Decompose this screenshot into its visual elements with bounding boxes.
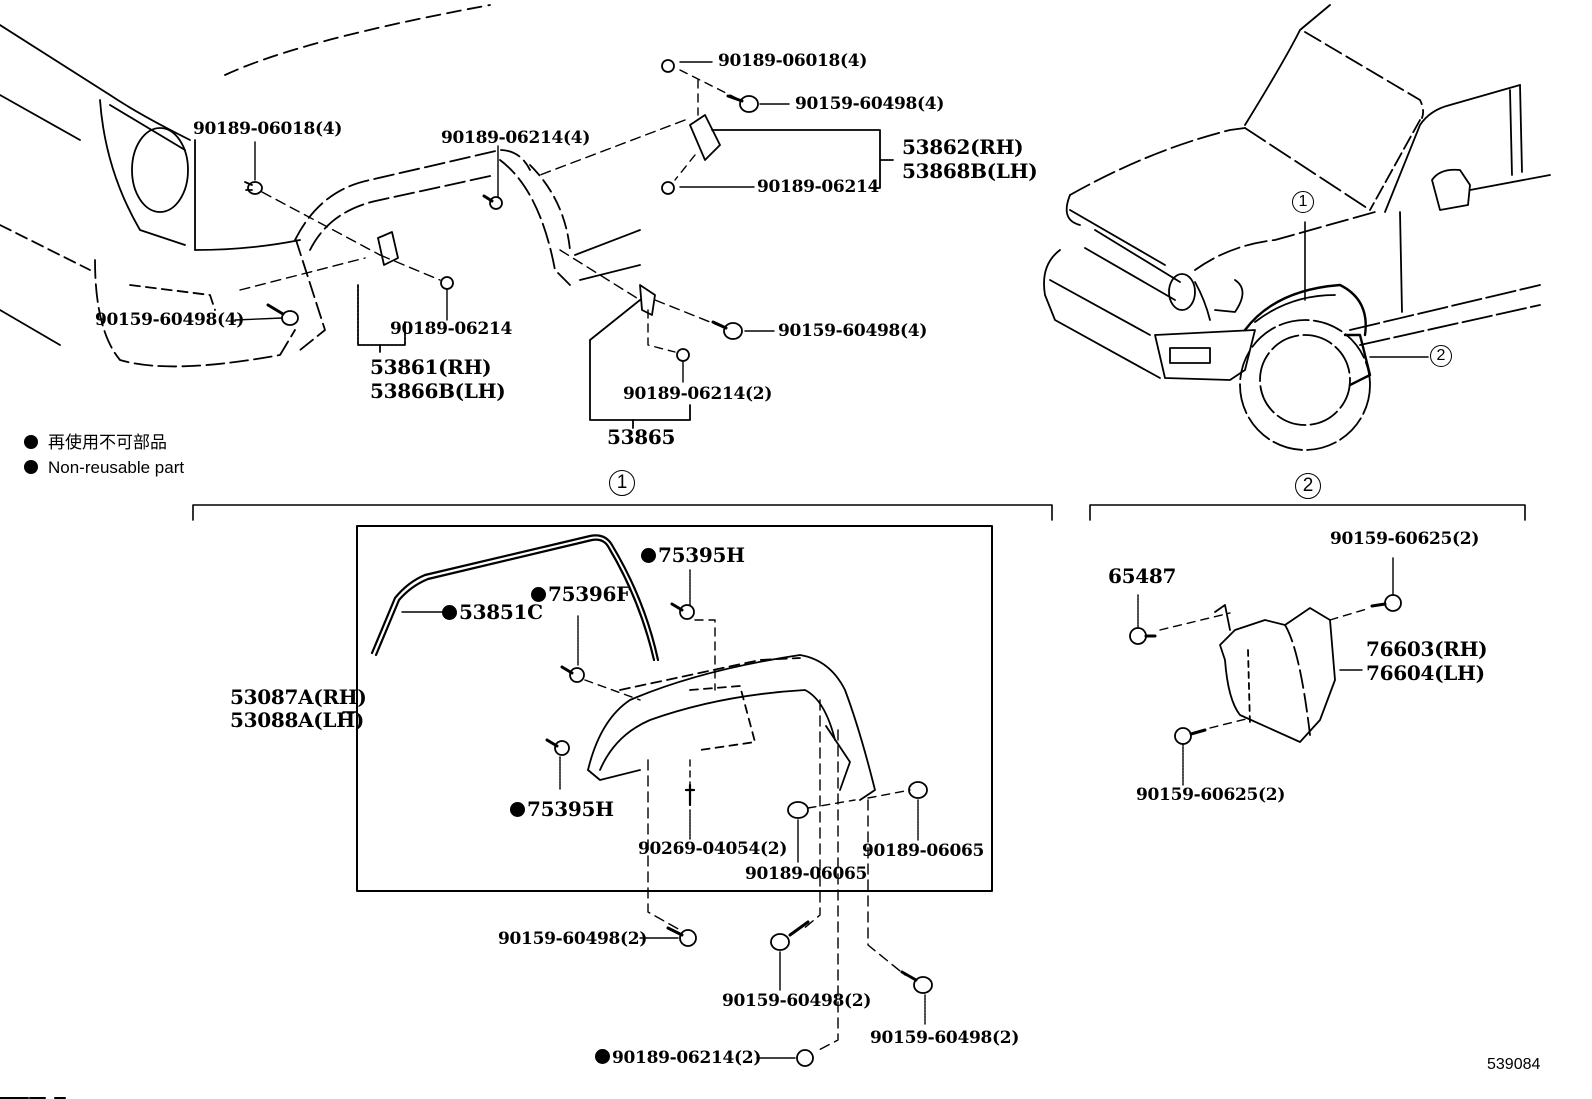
moulding-shape (370, 534, 660, 662)
leader-lines-top (234, 61, 791, 383)
label-bracket-lower: 53865 (607, 425, 676, 449)
label-clip-06065-a: 90189-06065 (745, 864, 868, 884)
label-clip-06065-b: 90189-06065 (862, 841, 985, 861)
non-reusable-dot-icon (442, 605, 457, 620)
label-clip-bracket-left: 90189-06214 (390, 319, 513, 339)
label-bracket-right-lh: 53868B(LH) (902, 159, 1038, 183)
legend: 再使用不可部品 Non-reusable part (24, 430, 184, 480)
label-clip-top: 90189-06018(4) (718, 51, 868, 71)
label-clip-left: 90189-06018(4) (193, 119, 343, 139)
section-two-bracket (1089, 504, 1526, 521)
label-screw-b: 90159-60498(2) (722, 991, 872, 1011)
overview-marker-one: 1 (1292, 191, 1314, 213)
label-flare-lh: 53088A(LH) (230, 708, 364, 732)
label-clip-bottom: 90189-06214(2) (595, 1048, 761, 1068)
label-screw-top-s2: 90159-60625(2) (1330, 529, 1480, 549)
non-reusable-dot-icon (24, 460, 38, 474)
leader-lines-section-one (559, 569, 926, 1059)
label-bracket-left-lh: 53866B(LH) (370, 379, 506, 403)
label-rivet: 90269-04054(2) (638, 839, 788, 859)
section-marker-one: 1 (609, 470, 635, 496)
label-bracket-right-rh: 53862(RH) (902, 135, 1024, 159)
label-clip-75395-bottom: 75395H (510, 798, 614, 821)
label-mudguard-lh: 76604(LH) (1366, 661, 1485, 685)
non-reusable-dot-icon (24, 435, 38, 449)
label-screw-c: 90159-60498(2) (870, 1028, 1020, 1048)
label-clip-bracket-right: 90189-06214 (757, 177, 880, 197)
legend-row-english: Non-reusable part (24, 455, 184, 480)
non-reusable-dot-icon (531, 587, 546, 602)
label-clip-lower: 90189-06214(2) (623, 384, 773, 404)
label-screw-left: 90159-60498(4) (95, 310, 245, 330)
fastener-icons-top (244, 59, 759, 362)
legend-row-japanese: 再使用不可部品 (24, 430, 184, 455)
label-clip-75395-top: 75395H (641, 544, 745, 567)
label-mudguard-rh: 76603(RH) (1366, 637, 1488, 661)
label-screw-top: 90159-60498(4) (795, 94, 945, 114)
label-clip-65487: 65487 (1108, 564, 1177, 588)
fender-flare-shape (587, 654, 876, 801)
label-screw-bottom-s2: 90159-60625(2) (1136, 785, 1286, 805)
label-moulding: 53851C (442, 601, 543, 624)
mudguard-shape (1129, 594, 1402, 745)
non-reusable-dot-icon (595, 1049, 610, 1064)
non-reusable-dot-icon (510, 802, 525, 817)
label-screw-a: 90159-60498(2) (498, 929, 648, 949)
non-reusable-dot-icon (641, 548, 656, 563)
fender-outline (294, 149, 641, 351)
label-clip-75396: 75396F (531, 583, 630, 606)
label-bracket-left-rh: 53861(RH) (370, 355, 492, 379)
figure-number: 539084 (1487, 1056, 1541, 1073)
bracket-right-shape (689, 114, 894, 189)
assembly-box (356, 525, 993, 892)
vehicle-overview-outline (1043, 4, 1551, 451)
section-marker-two: 2 (1295, 473, 1321, 499)
overview-marker-two: 2 (1430, 345, 1452, 367)
label-clip-fender: 90189-06214(4) (441, 128, 591, 148)
leader-lines-section-two (1137, 557, 1394, 786)
front-body-outline (0, 4, 491, 368)
bracket-lower-shape (589, 284, 691, 429)
label-flare-rh: 53087A(RH) (230, 685, 367, 709)
label-screw-lower: 90159-60498(4) (778, 321, 928, 341)
section-one-bracket (192, 504, 1053, 521)
